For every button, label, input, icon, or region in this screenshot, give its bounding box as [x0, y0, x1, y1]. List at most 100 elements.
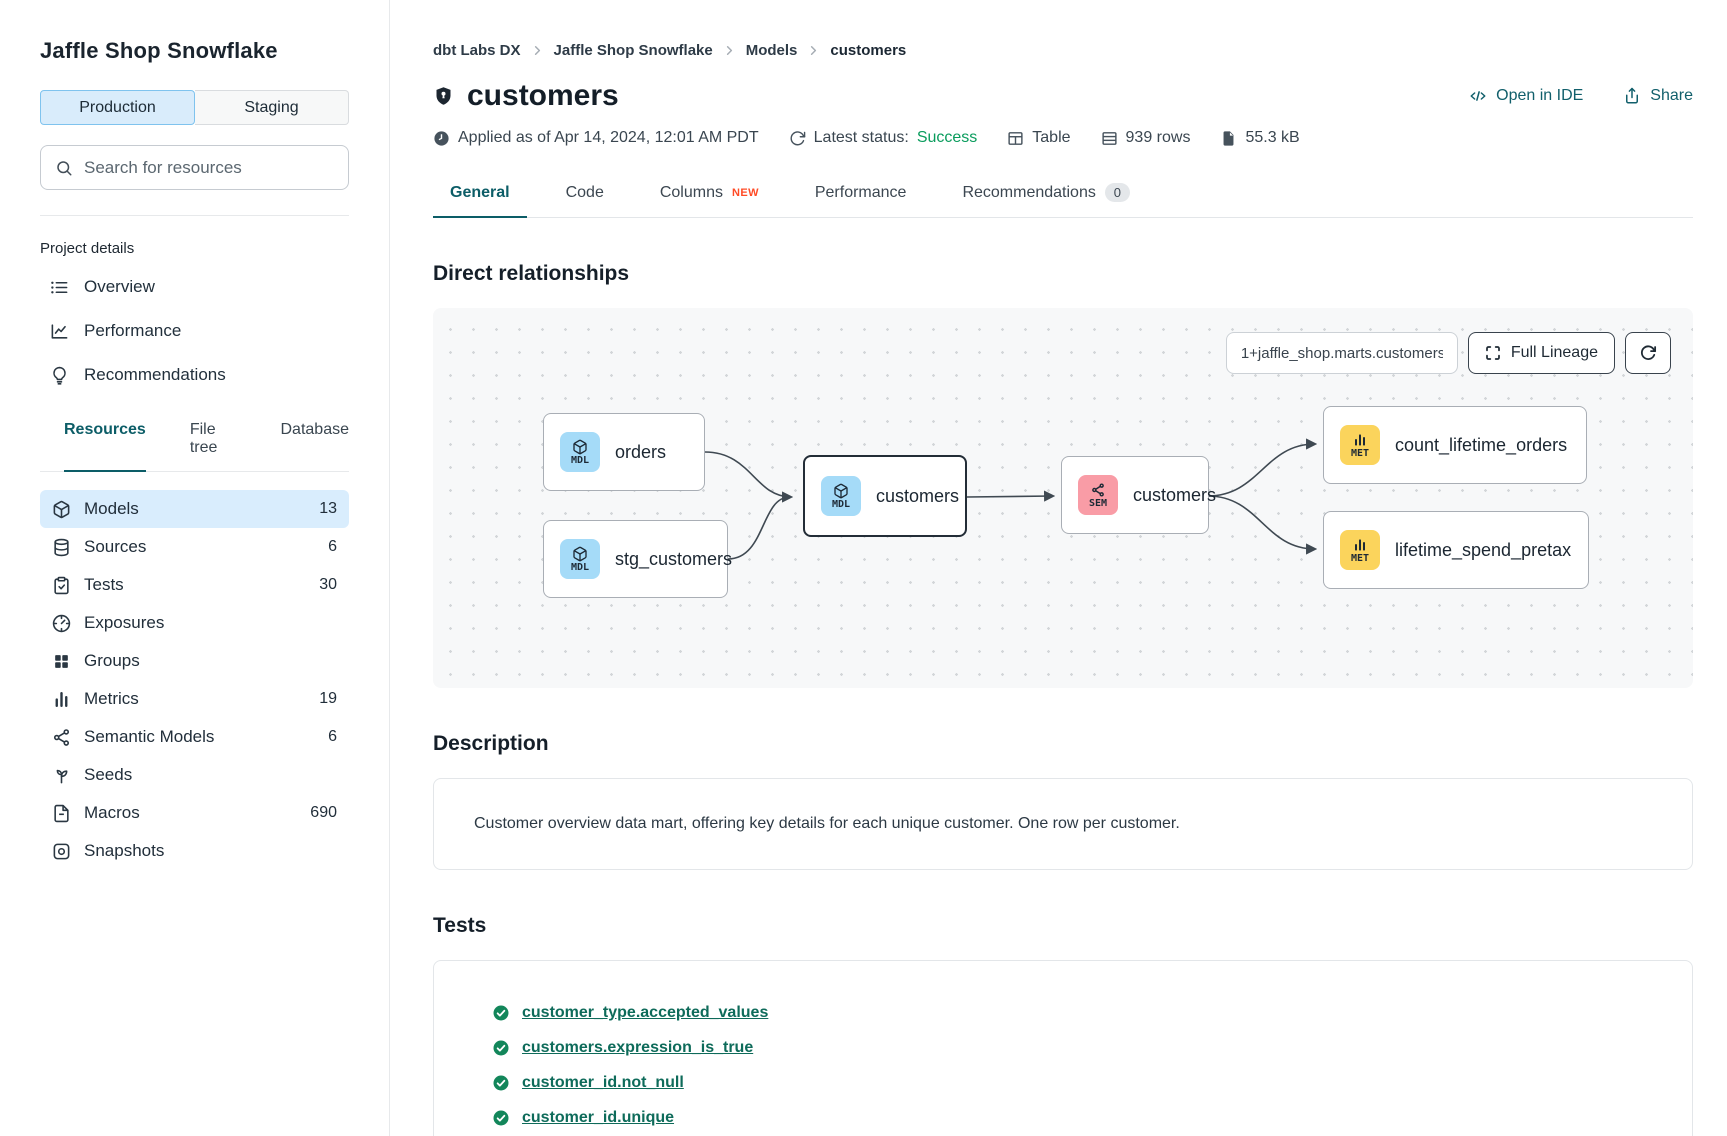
- node-label: lifetime_spend_pretax: [1395, 539, 1572, 560]
- model-badge: MDL: [560, 539, 600, 579]
- lineage-node-lifetime-spend-pretax[interactable]: MET lifetime_spend_pretax: [1323, 511, 1589, 589]
- snapshot-icon: [53, 843, 70, 859]
- clipboard-check-icon: [54, 576, 69, 594]
- open-in-ide-label: Open in IDE: [1496, 87, 1584, 104]
- sidebar-item-label: Overview: [84, 277, 155, 296]
- refresh-lineage-button[interactable]: [1625, 332, 1671, 374]
- count-badge: 0: [1104, 183, 1130, 202]
- sidebar-item-seeds[interactable]: Seeds: [40, 756, 349, 794]
- breadcrumb-project[interactable]: Jaffle Shop Snowflake: [553, 42, 713, 59]
- lineage-canvas[interactable]: Full Lineage: [433, 308, 1693, 688]
- share-nodes-icon: [53, 728, 70, 746]
- sidebar-item-semantic-models[interactable]: Semantic Models 6: [40, 718, 349, 756]
- grid-squares-icon: [55, 654, 68, 668]
- test-row: customer_id.unique: [492, 1109, 1652, 1127]
- row-count-text: 939 rows: [1125, 129, 1191, 146]
- node-type-label: MDL: [831, 498, 851, 510]
- tab-database[interactable]: Database: [280, 421, 350, 438]
- cube-icon: [573, 439, 587, 454]
- lineage-controls: Full Lineage: [1225, 332, 1671, 374]
- applied-timestamp: Applied as of Apr 14, 2024, 12:01 AM PDT: [433, 129, 759, 147]
- materialization-text: Table: [1032, 129, 1071, 146]
- expand-icon: [1485, 346, 1500, 360]
- sidebar-item-snapshots[interactable]: Snapshots: [40, 832, 349, 870]
- breadcrumb-account[interactable]: dbt Labs DX: [433, 42, 521, 59]
- share-button[interactable]: Share: [1623, 87, 1693, 105]
- lineage-selector-input[interactable]: [1225, 332, 1458, 374]
- env-production-button[interactable]: Production: [40, 90, 195, 125]
- lineage-node-stg-customers[interactable]: MDL stg_customers: [543, 520, 732, 598]
- tab-label: Columns: [659, 183, 723, 201]
- node-type-label: MET: [1350, 552, 1370, 564]
- file-size-text: 55.3 kB: [1245, 129, 1300, 146]
- full-lineage-button[interactable]: Full Lineage: [1467, 332, 1615, 374]
- chevron-right-icon: [726, 46, 732, 55]
- sidebar-divider: [40, 215, 349, 216]
- resource-count: 690: [310, 804, 337, 821]
- sidebar-item-performance[interactable]: Performance: [40, 309, 349, 353]
- tab-file-tree[interactable]: File tree: [189, 421, 218, 456]
- tab-columns[interactable]: Columns NEW: [643, 175, 776, 218]
- sidebar-item-overview[interactable]: Overview: [40, 265, 349, 309]
- share-label: Share: [1650, 87, 1693, 104]
- tab-label: General: [450, 183, 510, 201]
- tab-general[interactable]: General: [433, 175, 527, 218]
- sidebar-item-metrics[interactable]: Metrics 19: [40, 680, 349, 718]
- sprout-icon: [56, 769, 68, 783]
- test-link[interactable]: customer_id.unique: [522, 1109, 675, 1126]
- tab-resources[interactable]: Resources: [64, 421, 146, 472]
- tab-recommendations[interactable]: Recommendations 0: [945, 175, 1146, 218]
- description-card: Customer overview data mart, offering ke…: [433, 778, 1693, 870]
- sidebar-tabs: Resources File tree Database: [40, 421, 349, 472]
- node-label: orders: [615, 441, 667, 462]
- breadcrumb-current: customers: [830, 42, 907, 59]
- share-icon: [1626, 87, 1639, 104]
- test-row: customers.expression_is_true: [492, 1039, 1652, 1057]
- sidebar-item-macros[interactable]: Macros 690: [40, 794, 349, 832]
- sidebar-item-groups[interactable]: Groups: [40, 642, 349, 680]
- resource-search[interactable]: [40, 145, 349, 190]
- tab-performance[interactable]: Performance: [798, 175, 924, 218]
- list-icon: [51, 281, 68, 293]
- resource-list: Models 13 Sources 6 Tests 30 Exposures G…: [40, 490, 349, 870]
- open-in-ide-button[interactable]: Open in IDE: [1469, 87, 1583, 105]
- test-link[interactable]: customer_id.not_null: [522, 1074, 684, 1091]
- sidebar-item-recommendations[interactable]: Recommendations: [40, 353, 349, 397]
- lineage-node-customers-semantic[interactable]: SEM customers: [1061, 456, 1216, 534]
- search-input[interactable]: [84, 157, 334, 178]
- test-link[interactable]: customer_type.accepted_values: [522, 1004, 769, 1021]
- breadcrumb-models[interactable]: Models: [745, 42, 798, 59]
- sidebar-item-tests[interactable]: Tests 30: [40, 566, 349, 604]
- node-label: count_lifetime_orders: [1395, 434, 1568, 455]
- lightbulb-icon: [53, 366, 66, 385]
- sidebar-item-models[interactable]: Models 13: [40, 490, 349, 528]
- test-link[interactable]: customers.expression_is_true: [522, 1039, 754, 1056]
- share-nodes-icon: [1092, 482, 1104, 497]
- resource-count: 30: [319, 576, 337, 593]
- sidebar-item-exposures[interactable]: Exposures: [40, 604, 349, 642]
- resource-label: Seeds: [84, 765, 133, 784]
- env-staging-button[interactable]: Staging: [195, 90, 349, 125]
- resource-label: Macros: [84, 803, 140, 822]
- sidebar-item-label: Performance: [84, 321, 182, 340]
- lineage-node-customers-model[interactable]: MDL customers: [803, 455, 967, 537]
- tab-code[interactable]: Code: [549, 175, 621, 218]
- sidebar-item-sources[interactable]: Sources 6: [40, 528, 349, 566]
- applied-timestamp-text: Applied as of Apr 14, 2024, 12:01 AM PDT: [458, 129, 759, 146]
- test-row: customer_type.accepted_values: [492, 1004, 1652, 1022]
- model-badge: MDL: [560, 432, 600, 472]
- metric-badge: MET: [1340, 425, 1380, 465]
- lineage-node-orders[interactable]: MDL orders: [543, 413, 705, 491]
- cube-icon: [834, 483, 848, 498]
- lineage-node-count-lifetime-orders[interactable]: MET count_lifetime_orders: [1323, 406, 1587, 484]
- status-row: Applied as of Apr 14, 2024, 12:01 AM PDT…: [433, 129, 1693, 147]
- refresh-icon: [790, 130, 805, 145]
- cube-icon: [573, 546, 587, 561]
- project-details-label: Project details: [40, 240, 135, 257]
- row-count: 939 rows: [1101, 129, 1191, 147]
- node-type-label: SEM: [1088, 497, 1108, 509]
- code-icon: [1470, 91, 1486, 101]
- model-badge: MDL: [821, 476, 861, 516]
- node-type-label: MDL: [570, 454, 590, 466]
